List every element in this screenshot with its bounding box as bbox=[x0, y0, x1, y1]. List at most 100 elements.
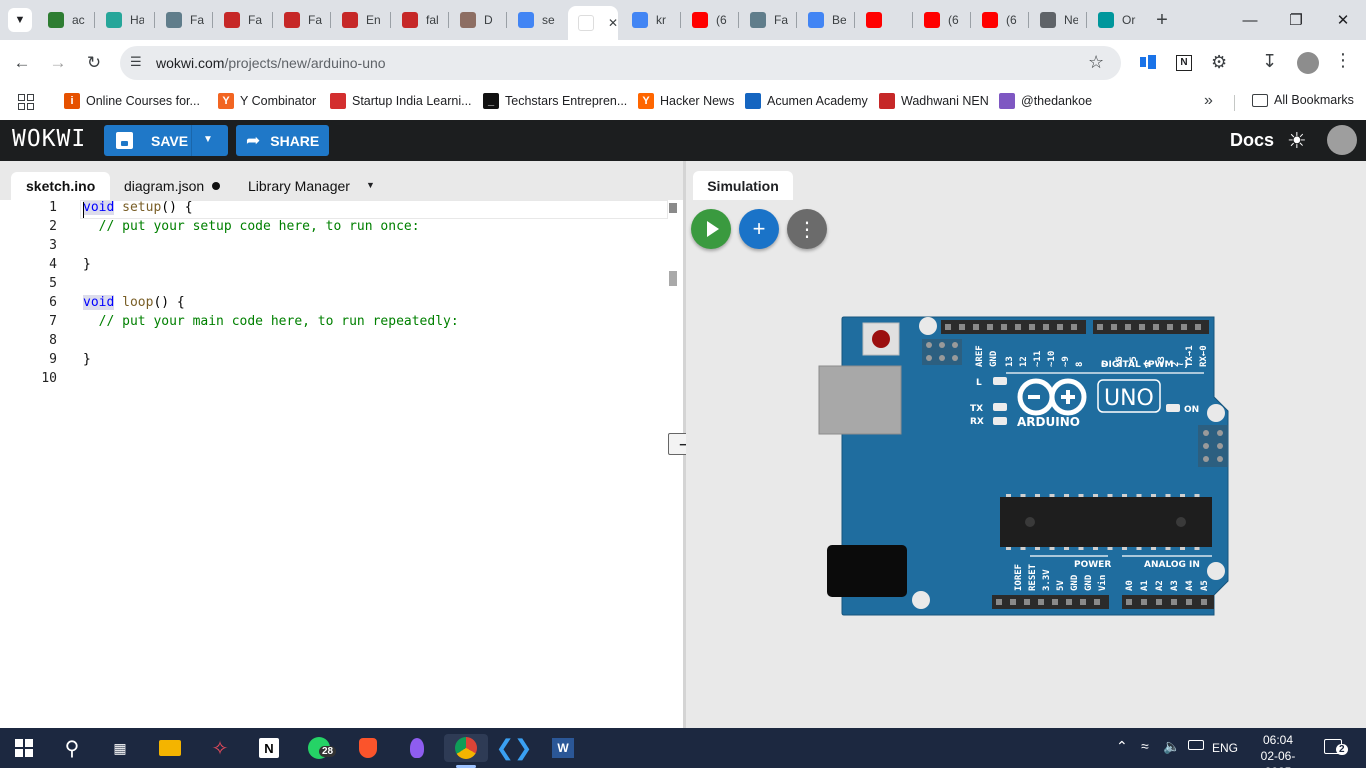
save-dropdown-icon[interactable]: ▼ bbox=[203, 134, 213, 145]
browser-tab[interactable]: (6 bbox=[914, 6, 970, 34]
header-pin[interactable] bbox=[1186, 599, 1192, 605]
restore-button[interactable]: ❐ bbox=[1273, 0, 1319, 40]
tab-sketch-ino[interactable]: sketch.ino bbox=[11, 172, 111, 200]
header-pin[interactable] bbox=[1052, 599, 1058, 605]
new-tab-button[interactable]: + bbox=[1150, 8, 1174, 32]
back-button[interactable]: ← bbox=[7, 48, 37, 78]
header-pin[interactable] bbox=[1010, 599, 1016, 605]
browser-tab[interactable]: Fa bbox=[156, 6, 212, 34]
header-pin[interactable] bbox=[1153, 324, 1159, 330]
bookmark-item[interactable]: Acumen Academy bbox=[745, 93, 868, 109]
header-pin[interactable] bbox=[1167, 324, 1173, 330]
save-button[interactable]: SAVE ▼ bbox=[104, 125, 228, 156]
header-pin[interactable] bbox=[1139, 324, 1145, 330]
tray-chevron-up-icon[interactable]: ⌃ bbox=[1116, 738, 1128, 754]
more-options-button[interactable]: ⋮ bbox=[787, 209, 827, 249]
header-pin[interactable] bbox=[1181, 324, 1187, 330]
tab-search-button[interactable]: ▼ bbox=[8, 8, 32, 32]
browser-tab[interactable]: Ne bbox=[1030, 6, 1086, 34]
header-pin[interactable] bbox=[1080, 599, 1086, 605]
code-line[interactable]: 2 // put your setup code here, to run on… bbox=[0, 219, 670, 238]
browser-tab[interactable]: fal bbox=[392, 6, 448, 34]
vscode-icon[interactable]: ❮❯ bbox=[495, 735, 533, 760]
browser-tab[interactable]: Or bbox=[1088, 6, 1144, 34]
battery-icon[interactable] bbox=[1188, 740, 1204, 750]
brave-icon[interactable] bbox=[354, 734, 382, 762]
browser-tab[interactable]: se bbox=[508, 6, 564, 34]
browser-tab[interactable]: (6 bbox=[972, 6, 1028, 34]
browser-tab[interactable]: En bbox=[332, 6, 388, 34]
bookmark-item[interactable]: Wadhwani NEN bbox=[879, 93, 989, 109]
browser-tab[interactable]: Ha bbox=[96, 6, 152, 34]
download-icon[interactable]: ↧ bbox=[1262, 51, 1278, 71]
header-pin[interactable] bbox=[1029, 324, 1035, 330]
extension-blue-icon[interactable] bbox=[1140, 55, 1156, 71]
code-line[interactable]: 10 bbox=[0, 371, 670, 390]
docs-link[interactable]: Docs bbox=[1230, 130, 1275, 150]
bookmark-item[interactable]: Startup India Learni... bbox=[330, 93, 472, 109]
header-pin[interactable] bbox=[1024, 599, 1030, 605]
code-line[interactable]: 9} bbox=[0, 352, 670, 371]
site-info-icon[interactable]: ☰ bbox=[130, 54, 142, 69]
all-bookmarks-button[interactable]: All Bookmarks bbox=[1252, 93, 1354, 107]
code-line[interactable]: 7 // put your main code here, to run rep… bbox=[0, 314, 670, 333]
tab-diagram-json[interactable]: diagram.json bbox=[124, 172, 221, 200]
header-pin[interactable] bbox=[1097, 324, 1103, 330]
tab-library-manager[interactable]: Library Manager bbox=[248, 178, 350, 194]
browser-tab[interactable]: ✕ bbox=[568, 6, 618, 40]
theme-toggle-sun-icon[interactable]: ☀ bbox=[1287, 128, 1307, 153]
browser-tab[interactable]: (6 bbox=[682, 6, 738, 34]
header-pin[interactable] bbox=[1015, 324, 1021, 330]
header-pin[interactable] bbox=[1141, 599, 1147, 605]
apps-grid-icon[interactable] bbox=[18, 94, 34, 110]
header-pin[interactable] bbox=[1094, 599, 1100, 605]
code-line[interactable]: 5 bbox=[0, 276, 670, 295]
whatsapp-icon[interactable]: 28 bbox=[305, 734, 337, 762]
scrollbar-thumb[interactable] bbox=[669, 271, 677, 286]
browser-tab[interactable]: Fa bbox=[214, 6, 270, 34]
start-simulation-button[interactable] bbox=[691, 209, 731, 249]
user-avatar[interactable] bbox=[1327, 125, 1357, 155]
header-pin[interactable] bbox=[1126, 599, 1132, 605]
header-pin[interactable] bbox=[987, 324, 993, 330]
header-pin[interactable] bbox=[1201, 599, 1207, 605]
notion-icon[interactable]: N bbox=[255, 734, 283, 762]
system-clock[interactable]: 06:04 02-06-2025 bbox=[1248, 732, 1308, 780]
forward-button[interactable]: → bbox=[43, 48, 73, 78]
app-icon-star[interactable]: ✧ bbox=[211, 737, 229, 760]
browser-tab[interactable]: Fa bbox=[274, 6, 330, 34]
wifi-icon[interactable]: ≈ bbox=[1141, 738, 1149, 754]
header-pin[interactable] bbox=[1125, 324, 1131, 330]
header-pin[interactable] bbox=[1111, 324, 1117, 330]
header-pin[interactable] bbox=[1038, 599, 1044, 605]
code-line[interactable]: 3 bbox=[0, 238, 670, 257]
browser-tab[interactable] bbox=[856, 6, 912, 34]
app-icon-purple[interactable] bbox=[403, 734, 431, 762]
header-pin[interactable] bbox=[1057, 324, 1063, 330]
header-pin[interactable] bbox=[1156, 599, 1162, 605]
chrome-icon[interactable] bbox=[444, 734, 488, 762]
browser-tab[interactable]: kr bbox=[622, 6, 678, 34]
tabs-menu-dropdown-icon[interactable]: ▼ bbox=[366, 180, 375, 190]
reload-button[interactable]: ↻ bbox=[79, 48, 109, 78]
browser-tab[interactable]: Fa bbox=[740, 6, 796, 34]
header-pin[interactable] bbox=[1043, 324, 1049, 330]
task-view-icon[interactable]: ▦ bbox=[113, 739, 127, 756]
windows-start-icon[interactable] bbox=[10, 734, 38, 762]
chrome-menu-icon[interactable]: ⋮ bbox=[1334, 50, 1352, 70]
browser-tab[interactable]: Be bbox=[798, 6, 854, 34]
extensions-puzzle-icon[interactable]: ⚙ bbox=[1211, 52, 1228, 72]
profile-avatar[interactable] bbox=[1297, 52, 1319, 74]
tab-simulation[interactable]: Simulation bbox=[693, 171, 793, 200]
browser-tab[interactable]: ac bbox=[38, 6, 94, 34]
language-indicator[interactable]: ENG bbox=[1212, 741, 1239, 755]
volume-icon[interactable]: 🔈 bbox=[1163, 738, 1181, 754]
header-pin[interactable] bbox=[945, 324, 951, 330]
add-part-button[interactable]: + bbox=[739, 209, 779, 249]
close-tab-icon[interactable]: ✕ bbox=[607, 16, 618, 30]
